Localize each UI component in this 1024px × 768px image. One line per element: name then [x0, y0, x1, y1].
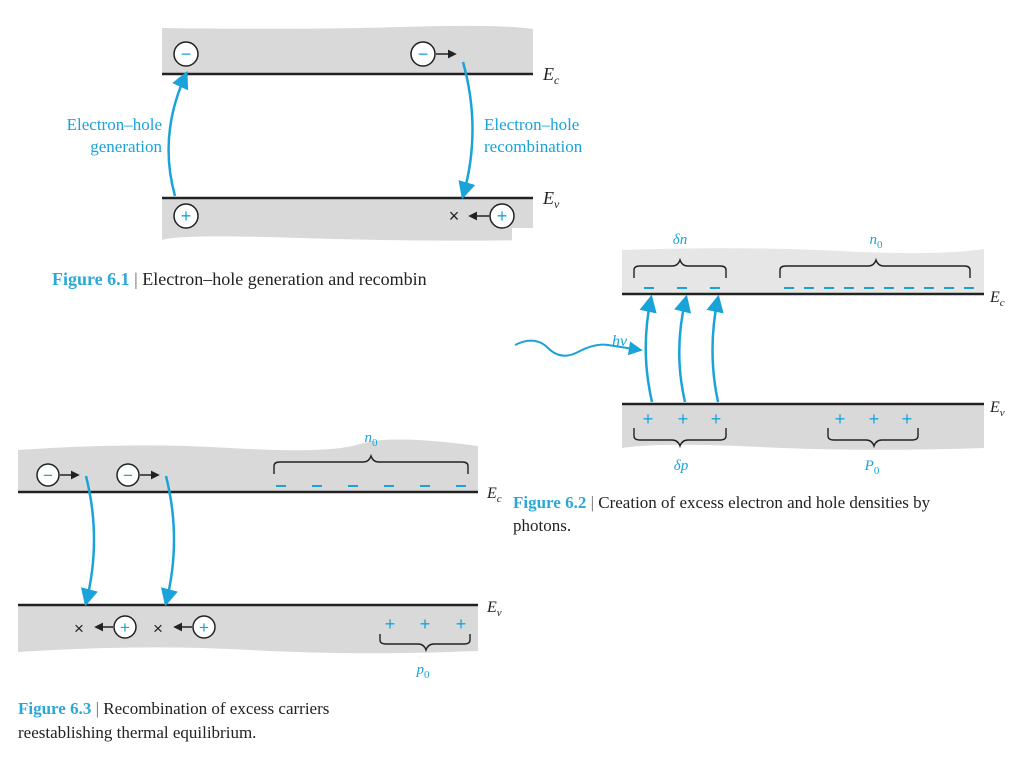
- fig2-ev-label: Ev: [989, 399, 1005, 419]
- fig2-hv-label: hν: [612, 333, 628, 350]
- fig1-hole-right-sign: +: [497, 206, 508, 226]
- fig3-recombination-arrow-1: [80, 475, 98, 607]
- fig2-p0-label: P0: [864, 458, 880, 477]
- fig3-electron-1-sign: −: [43, 466, 53, 485]
- figure-6-2: δn n0 hν Ec Ev + +: [514, 232, 1005, 477]
- fig3-hole-eq-1: +: [385, 614, 396, 634]
- fig2-caption-text-2: photons.: [513, 516, 572, 535]
- fig1-recombination-arrow: [458, 61, 476, 200]
- fig1-hole-left: [173, 203, 199, 229]
- fig1-caption: Figure 6.1 | Electron–hole generation an…: [52, 267, 512, 291]
- fig3-ec-label: Ec: [486, 485, 502, 505]
- figure-6-1: − − + × + Electron–hole generation Elect…: [67, 25, 583, 248]
- fig1-electron-left: [173, 41, 199, 67]
- fig2-ec-label: Ec: [989, 289, 1005, 309]
- fig1-recombination-label-1: Electron–hole: [484, 115, 579, 134]
- fig1-caption-text: Electron–hole generation and recombin: [142, 269, 427, 289]
- fig2-caption-separator: |: [586, 493, 599, 512]
- fig2-valence-band: [622, 404, 984, 450]
- fig3-p0-brace: [379, 634, 471, 653]
- fig3-caption-number: Figure 6.3: [18, 699, 92, 718]
- fig3-hole-2-sign: +: [199, 618, 209, 637]
- fig2-holes: + + + + + +: [643, 409, 913, 429]
- fig2-delta-p-brace: [633, 428, 727, 449]
- fig2-hole-3: +: [711, 409, 722, 429]
- fig1-valence-band: [162, 198, 533, 241]
- fig2-hole-6: +: [902, 409, 913, 429]
- fig3-ev-label: Ev: [486, 599, 502, 619]
- fig3-hole-1: [113, 615, 137, 639]
- fig1-caption-number: Figure 6.1: [52, 269, 130, 289]
- fig3-n0-label: n0: [365, 430, 379, 449]
- fig3-cross-2: ×: [153, 619, 163, 638]
- fig1-hole-left-sign: +: [181, 206, 192, 226]
- fig1-ec-label: Ec: [542, 64, 560, 87]
- fig3-cross-1: ×: [74, 619, 84, 638]
- fig2-p0-brace: [827, 428, 919, 449]
- fig3-hole-1-sign: +: [120, 618, 130, 637]
- fig1-caption-separator: |: [129, 269, 143, 289]
- fig2-caption: Figure 6.2 | Creation of excess electron…: [513, 491, 1013, 537]
- fig1-generation-label-2: generation: [90, 137, 162, 156]
- fig2-excitation-arrow-2: [674, 294, 692, 403]
- fig3-hole-eq-2: +: [420, 614, 431, 634]
- fig2-excitation-arrow-3: [706, 294, 724, 403]
- fig2-caption-number: Figure 6.2: [513, 493, 587, 512]
- fig1-generation-arrow: [167, 70, 189, 197]
- fig2-n0-label: n0: [870, 232, 884, 251]
- fig1-ev-label: Ev: [542, 188, 560, 211]
- fig1-hole-right: [489, 203, 515, 229]
- fig3-valence-band: [18, 605, 478, 654]
- figure-6-3: − − n0 Ec Ev × + × + + + +: [18, 430, 502, 681]
- fig1-electron-right: [410, 41, 436, 67]
- fig2-delta-n-label: δn: [673, 232, 687, 248]
- fig2-delta-p-label: δp: [674, 458, 689, 474]
- fig2-conduction-band: [622, 248, 984, 294]
- fig1-conduction-band: [162, 25, 533, 74]
- fig2-hole-1: +: [643, 409, 654, 429]
- fig3-caption: Figure 6.3 | Recombination of excess car…: [18, 697, 438, 745]
- fig3-n0-brace: [273, 453, 469, 474]
- fig3-caption-text-2: reestablishing thermal equilibrium.: [18, 723, 257, 742]
- fig2-caption-line-1: Figure 6.2 | Creation of excess electron…: [513, 491, 1013, 514]
- fig3-equilibrium-holes: + + +: [385, 614, 467, 634]
- fig2-caption-text-1: Creation of excess electron and hole den…: [598, 493, 931, 512]
- fig3-caption-text-1: Recombination of excess carriers: [103, 699, 330, 718]
- fig3-electron-1: [36, 463, 60, 487]
- fig2-n0-brace: [779, 257, 971, 278]
- fig1-electron-right-sign: −: [418, 44, 429, 64]
- fig3-hole-eq-3: +: [456, 614, 467, 634]
- fig3-recombination-arrow-2: [160, 475, 178, 607]
- fig3-caption-separator: |: [91, 699, 104, 718]
- fig2-delta-n-brace: [633, 257, 727, 278]
- fig1-generation-label-1: Electron–hole: [67, 115, 162, 134]
- fig3-p0-label: p0: [416, 662, 431, 681]
- fig2-photon-wave: [514, 339, 643, 357]
- fig1-electron-left-sign: −: [181, 44, 192, 64]
- fig2-hole-4: +: [835, 409, 846, 429]
- fig2-hole-2: +: [678, 409, 689, 429]
- fig3-electron-2-sign: −: [123, 466, 133, 485]
- fig3-electron-2: [116, 463, 140, 487]
- fig3-caption-line-1: Figure 6.3 | Recombination of excess car…: [18, 697, 438, 721]
- fig3-hole-2: [192, 615, 216, 639]
- fig1-recombination-label-2: recombination: [484, 137, 583, 156]
- fig2-hole-5: +: [869, 409, 880, 429]
- fig1-cross: ×: [449, 206, 460, 226]
- fig2-excitation-arrow-1: [639, 294, 657, 403]
